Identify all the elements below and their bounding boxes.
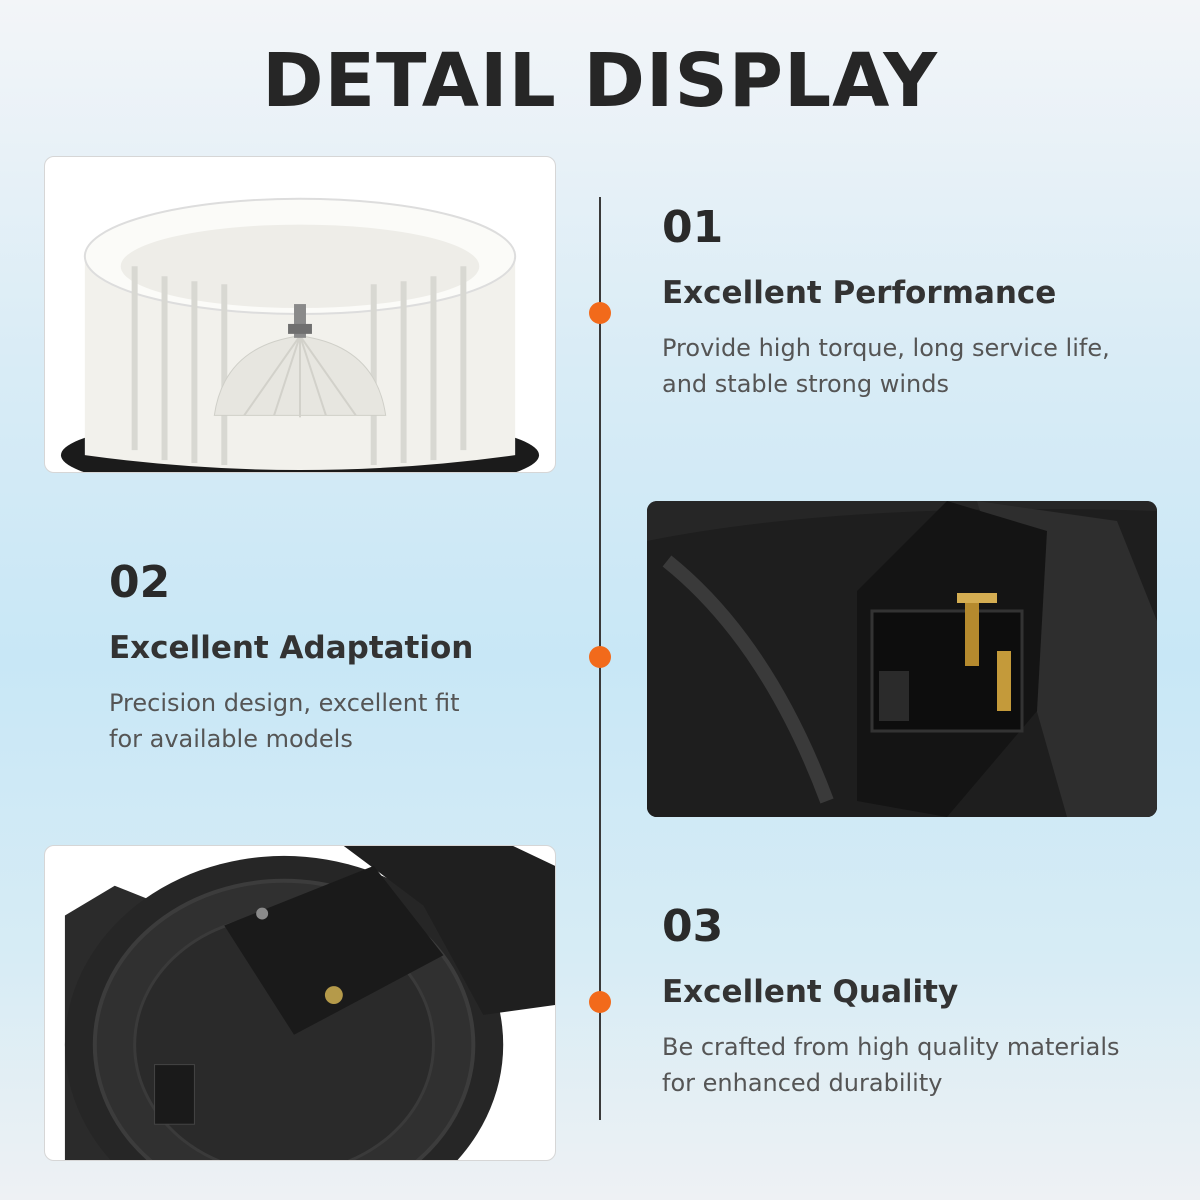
feature-1-desc-line-1: Provide high torque, long service life, bbox=[662, 333, 1110, 362]
feature-3: 03 Excellent Quality Be crafted from hig… bbox=[662, 905, 1120, 1101]
feature-1-heading: Excellent Performance bbox=[662, 275, 1057, 311]
feature-3-description: Be crafted from high quality materials f… bbox=[662, 1029, 1120, 1101]
feature-1-number: 01 bbox=[662, 202, 724, 253]
feature-3-heading: Excellent Quality bbox=[662, 974, 959, 1010]
feature-1-desc-line-2: and stable strong winds bbox=[662, 369, 949, 398]
feature-1: 01 Excellent Performance Provide high to… bbox=[662, 206, 1110, 402]
feature-2: 02 Excellent Adaptation Precision design… bbox=[109, 561, 473, 757]
timeline-dot-3 bbox=[589, 991, 611, 1013]
feature-2-description: Precision design, excellent fit for avai… bbox=[109, 685, 473, 757]
electrical-connector-photo bbox=[647, 501, 1157, 817]
page-title: DETAIL DISPLAY bbox=[262, 38, 938, 124]
timeline-dot-2 bbox=[589, 646, 611, 668]
blower-fan-wheel-photo bbox=[44, 156, 556, 473]
feature-2-desc-line-1: Precision design, excellent fit bbox=[109, 688, 460, 717]
feature-2-heading: Excellent Adaptation bbox=[109, 630, 474, 666]
feature-3-number: 03 bbox=[662, 901, 724, 952]
feature-2-desc-line-2: for available models bbox=[109, 724, 353, 753]
feature-3-desc-line-2: for enhanced durability bbox=[662, 1068, 943, 1097]
timeline-dot-1 bbox=[589, 302, 611, 324]
feature-1-description: Provide high torque, long service life, … bbox=[662, 330, 1110, 402]
feature-2-number: 02 bbox=[109, 557, 171, 608]
feature-3-desc-line-1: Be crafted from high quality materials bbox=[662, 1032, 1120, 1061]
blower-motor-housing-photo bbox=[44, 845, 556, 1161]
